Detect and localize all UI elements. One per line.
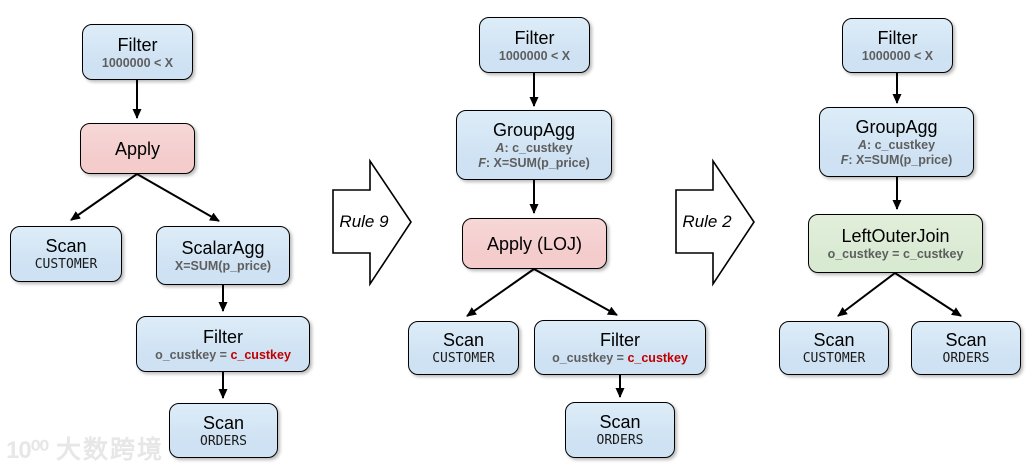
node-predicate: o_custkey = c_custkey — [155, 347, 291, 362]
node-group-keys: A: c_custkey — [495, 141, 573, 155]
node-leftouterjoin-right: LeftOuterJoin o_custkey = c_custkey — [808, 214, 983, 273]
node-title: Filter — [877, 28, 918, 48]
node-apply-left: Apply — [80, 123, 195, 174]
node-title: Apply — [114, 138, 161, 159]
edge-apply-scan-customer — [70, 173, 138, 221]
node-title: LeftOuterJoin — [841, 226, 950, 246]
node-title: Filter — [600, 330, 640, 350]
node-scan-orders-right: Scan ORDERS — [911, 321, 1021, 375]
node-filter2-mid: Filter o_custkey = c_custkey — [534, 320, 706, 375]
edge-apply-scalaragg — [136, 173, 220, 222]
node-join-condition: o_custkey = c_custkey — [827, 247, 964, 261]
node-scan-customer-mid: Scan CUSTOMER — [408, 321, 519, 375]
node-filter2-left: Filter o_custkey = c_custkey — [136, 316, 310, 372]
node-title: Filter — [514, 27, 555, 48]
rule9-label: Rule 9 — [339, 212, 389, 231]
node-title: GroupAgg — [492, 120, 576, 140]
edge-loj-scan-customer — [837, 272, 896, 317]
node-title: Apply (LOJ) — [486, 233, 583, 254]
node-title: Scan — [945, 330, 987, 350]
rule2-arrow-shape — [675, 158, 755, 287]
node-title: Scan — [442, 330, 485, 350]
node-apply-loj-mid: Apply (LOJ) — [462, 218, 607, 269]
node-title: GroupAgg — [855, 117, 938, 137]
node-scan-customer-left: Scan CUSTOMER — [10, 226, 122, 282]
node-scan-orders-mid: Scan ORDERS — [565, 402, 675, 458]
correlated-column: c_custkey — [627, 351, 688, 365]
node-title: Scan — [202, 412, 245, 433]
node-predicate: 1000000 < X — [101, 55, 174, 70]
node-scan-orders-left: Scan ORDERS — [169, 403, 278, 458]
node-table-name: ORDERS — [596, 433, 644, 448]
node-groupagg-right: GroupAgg A: c_custkey F: X=SUM(p_price) — [819, 107, 974, 177]
watermark-text: 大数跨境 — [55, 436, 164, 464]
node-aggregates: F: X=SUM(p_price) — [478, 156, 590, 170]
correlated-column: c_custkey — [230, 347, 291, 362]
node-aggregate: X=SUM(p_price) — [174, 259, 272, 273]
node-scalaragg-left: ScalarAgg X=SUM(p_price) — [156, 226, 290, 285]
node-table-name: CUSTOMER — [432, 351, 495, 366]
rule9-arrow-shape — [332, 158, 412, 287]
node-group-keys: A: c_custkey — [857, 138, 936, 152]
node-title: Scan — [599, 412, 641, 432]
node-scan-customer-right: Scan CUSTOMER — [779, 321, 889, 375]
node-table-name: ORDERS — [942, 351, 990, 366]
node-table-name: CUSTOMER — [34, 257, 98, 272]
node-predicate: 1000000 < X — [861, 49, 934, 63]
node-table-name: ORDERS — [200, 433, 247, 449]
node-filter-right: Filter 1000000 < X — [842, 18, 953, 73]
node-title: ScalarAgg — [181, 238, 265, 258]
watermark: 10⁰⁰ 大数跨境 — [6, 430, 164, 466]
node-aggregates: F: X=SUM(p_price) — [840, 153, 953, 167]
node-title: Filter — [117, 34, 158, 55]
node-predicate: o_custkey = c_custkey — [552, 351, 688, 365]
watermark-logo-icon: 10⁰⁰ — [6, 437, 49, 464]
node-filter-mid: Filter 1000000 < X — [479, 17, 590, 73]
edge-loj-scan-orders — [894, 272, 962, 317]
node-table-name: CUSTOMER — [802, 351, 866, 366]
node-title: Filter — [203, 326, 243, 347]
node-predicate: 1000000 < X — [498, 48, 571, 63]
edge-apply-scan-customer-mid — [466, 268, 535, 317]
node-groupagg-mid: GroupAgg A: c_custkey F: X=SUM(p_price) — [456, 110, 612, 180]
node-title: Scan — [45, 236, 87, 256]
edge-apply-filter-mid — [533, 268, 618, 316]
node-filter-left: Filter 1000000 < X — [82, 24, 193, 80]
node-title: Scan — [813, 330, 855, 350]
rule2-label: Rule 2 — [682, 212, 732, 231]
